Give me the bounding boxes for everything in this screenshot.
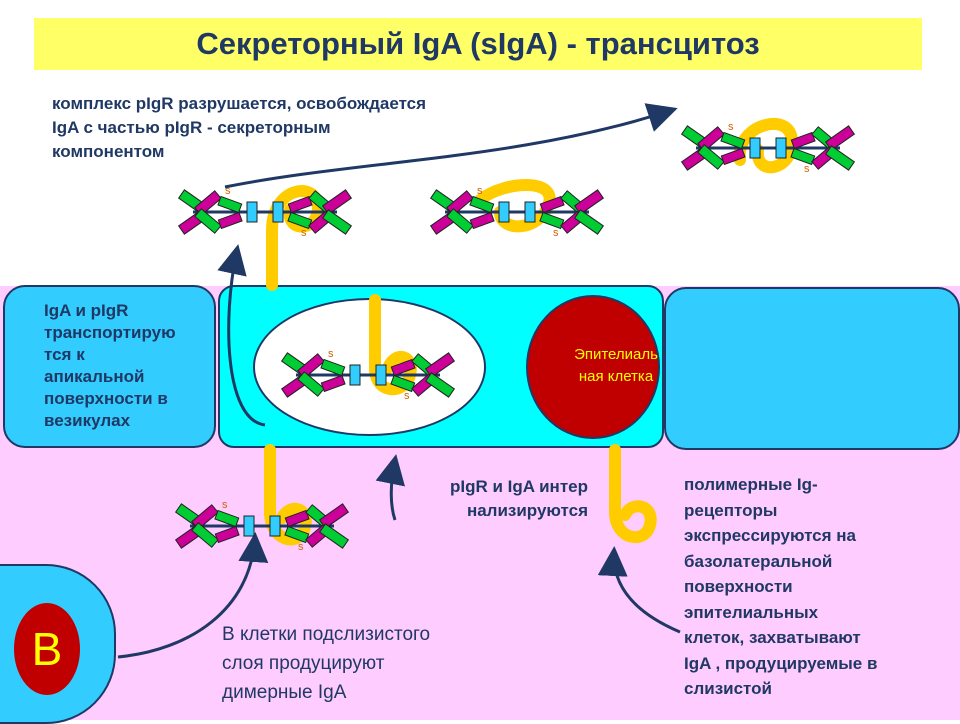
receptor-basolateral-2 xyxy=(609,444,657,544)
note-receptor-expression: полимерные Ig- рецепторы экспрессируются… xyxy=(684,475,878,698)
nucleus-label: Эпителиаль ная клетка xyxy=(574,346,658,385)
cell-nucleus xyxy=(526,295,660,439)
iga-dimer-apical-1 xyxy=(177,183,353,241)
epithelial-cell-left xyxy=(3,285,216,448)
b-cell-nucleus: B xyxy=(14,603,80,695)
b-cell-label: B xyxy=(31,623,63,675)
note-internalization: pIgR и IgA интер нализируются xyxy=(449,477,588,520)
note-vesicle-transport: IgA и pIgR транспортирую тся к апикально… xyxy=(44,301,176,430)
release-arrow xyxy=(224,103,678,189)
note-b-cell-production: В клетки подслизистого слоя продуцируют … xyxy=(222,624,431,703)
receptor-binding-arrow xyxy=(597,546,681,634)
internalization-arrow xyxy=(375,454,406,521)
b-cell-secretion-arrow xyxy=(117,532,269,659)
vesicle-transport-arrow xyxy=(217,244,266,427)
title-banner: Секреторный IgA (sIgA) - трансцитоз xyxy=(34,18,922,70)
slide-title: Секреторный IgA (sIgA) - трансцитоз xyxy=(196,26,760,61)
iga-dimer-vesicle xyxy=(280,346,456,404)
iga-dimer-basolateral xyxy=(174,497,350,555)
note-complex-cleavage: комплекс pIgR разрушается, освобождается… xyxy=(52,94,427,161)
epithelial-cell-right xyxy=(664,287,960,450)
